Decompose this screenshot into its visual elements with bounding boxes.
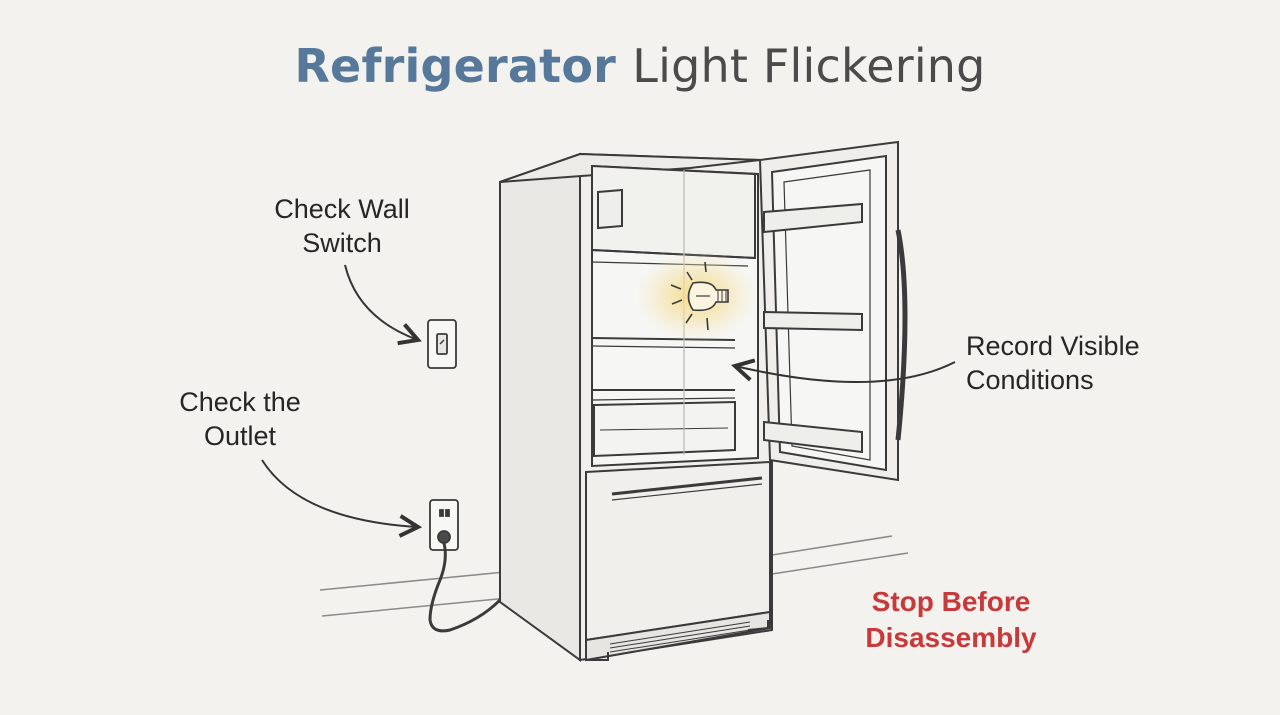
callout-conditions-line2: Conditions xyxy=(966,365,1094,395)
warning-line2: Disassembly xyxy=(865,622,1037,653)
refrigerator-door xyxy=(758,140,908,482)
refrigerator-body xyxy=(499,152,773,662)
callout-check-wall-switch: Check Wall Switch xyxy=(252,192,432,260)
callout-check-outlet: Check the Outlet xyxy=(152,385,328,453)
title-accent: Refrigerator xyxy=(294,39,617,93)
callout-outlet-line2: Outlet xyxy=(203,421,277,451)
floor-lines xyxy=(319,535,909,617)
callout-wall-switch-line1: Check Wall xyxy=(274,194,410,224)
callout-wall-switch-line2: Switch xyxy=(302,228,382,258)
warning-stop-disassembly: Stop Before Disassembly xyxy=(842,584,1060,656)
title-rest: Light Flickering xyxy=(632,39,986,93)
callout-outlet-line1: Check the xyxy=(179,387,301,417)
outlet-icon xyxy=(429,499,459,551)
arrow-outlet xyxy=(261,459,418,527)
callout-arrows xyxy=(261,264,956,527)
callout-conditions-line1: Record Visible xyxy=(966,331,1140,361)
callout-record-conditions: Record Visible Conditions xyxy=(966,329,1206,397)
power-cord-icon xyxy=(428,542,502,633)
light-bulb-icon xyxy=(634,250,758,342)
arrow-conditions xyxy=(735,362,956,383)
arrow-wall-switch xyxy=(344,264,418,340)
diagram-title: Refrigerator Light Flickering xyxy=(0,36,1280,96)
warning-line1: Stop Before xyxy=(871,586,1031,617)
wall-switch-icon xyxy=(427,319,457,369)
